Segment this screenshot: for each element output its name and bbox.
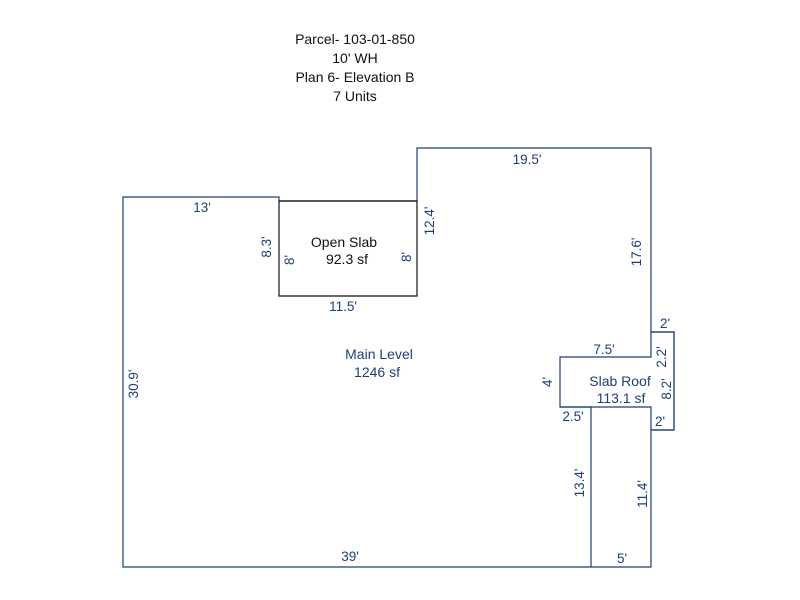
- dim-open-slab-bottom: 11.5': [329, 299, 357, 314]
- wall-height-label: 10' WH: [332, 50, 378, 66]
- dim-open-slab-inner-left: 8': [282, 255, 297, 265]
- dim-main-top-right: 19.5': [513, 152, 542, 167]
- plan-label: Plan 6- Elevation B: [295, 69, 415, 85]
- dim-bump-top: 2': [660, 316, 670, 331]
- dim-main-left: 30.9': [126, 370, 141, 399]
- dim-open-slab-left: 8.3': [259, 236, 274, 257]
- dim-slab-roof-right: 8.2': [659, 378, 674, 399]
- dim-open-slab-inner-right: 8': [399, 252, 414, 262]
- open-slab-outline: [278, 200, 418, 297]
- slab-roof-name: Slab Roof: [589, 373, 651, 389]
- dim-bump-side: 2.2': [654, 346, 669, 367]
- units-label: 7 Units: [333, 88, 377, 104]
- dim-slab-roof-left: 4': [540, 377, 555, 387]
- main-level-name: Main Level: [345, 346, 413, 362]
- dim-main-bottom: 39': [341, 549, 359, 564]
- parcel-label: Parcel- 103-01-850: [295, 31, 415, 47]
- dim-main-notch-height: 12.4': [422, 207, 437, 236]
- dim-main-top-left: 13': [193, 200, 211, 215]
- dim-main-right-lower: 11.4': [635, 480, 650, 508]
- slab-roof-outline: [559, 331, 675, 431]
- dim-main-right-upper: 17.6': [629, 238, 644, 267]
- dim-main-step-horizontal: 2.5': [562, 409, 583, 424]
- slab-roof-area: 113.1 sf: [597, 390, 646, 406]
- main-level-area: 1246 sf: [354, 364, 400, 380]
- dim-main-step-vertical: 13.4': [572, 469, 587, 498]
- dim-main-bottom-right: 5': [617, 551, 627, 566]
- dim-bump-bottom: 2': [655, 414, 665, 429]
- dim-slab-roof-top: 7.5': [593, 342, 614, 357]
- open-slab-name: Open Slab: [311, 234, 377, 250]
- open-slab-area: 92.3 sf: [326, 251, 368, 267]
- drawing-title-block: Parcel- 103-01-850 10' WH Plan 6- Elevat…: [250, 30, 460, 106]
